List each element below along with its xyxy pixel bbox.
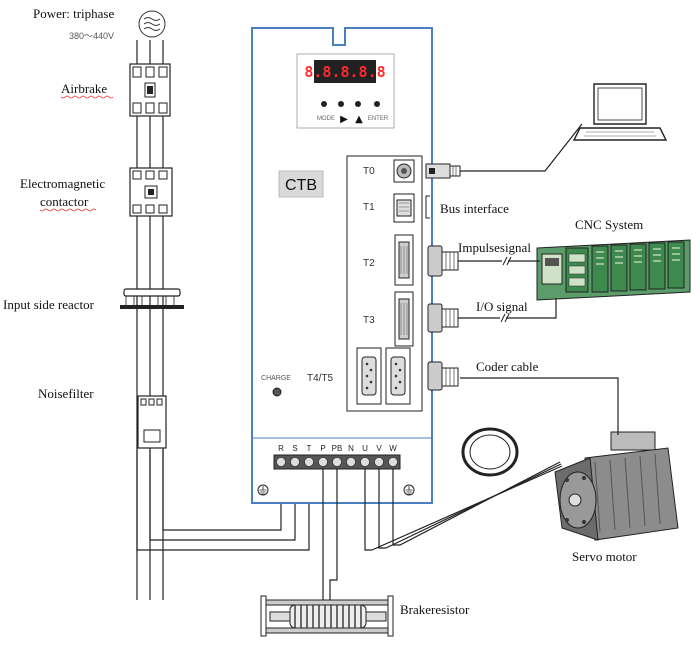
terminal-n: N (348, 444, 354, 453)
shift-led (338, 101, 344, 107)
model-label: CTB (285, 177, 317, 194)
noise-filter-label: Noisefilter (38, 386, 94, 401)
t1-port[interactable] (393, 193, 415, 223)
mode-button[interactable]: MODE (317, 116, 335, 122)
coder-cable-label: Coder cable (476, 359, 539, 374)
voltage-label: 380〜440V (69, 31, 114, 41)
servo-motor-icon (554, 431, 679, 541)
mode-led (321, 101, 327, 107)
terminal-t: T (307, 444, 312, 453)
brake-resistor-wires (322, 468, 338, 600)
ferrite-ring-icon (461, 427, 519, 477)
contactor-label-2: contactor (40, 194, 89, 209)
spellcheck-underline (39, 208, 97, 212)
io-signal-cable (427, 298, 557, 333)
led-display (314, 60, 376, 83)
noise-filter-device (137, 395, 167, 449)
port-label-t1: T1 (363, 202, 375, 213)
shift-button[interactable]: ▶ (340, 114, 348, 125)
terminal-u: U (362, 444, 368, 453)
airbrake-label: Airbrake (61, 81, 107, 96)
power-source-icon (138, 10, 166, 38)
brake-resistor-icon (260, 595, 394, 637)
terminal-v: V (376, 444, 382, 453)
terminal-p: P (320, 444, 325, 453)
io-signal-label: I/O signal (476, 299, 528, 314)
contactor-device (129, 167, 173, 217)
t4-port[interactable] (356, 347, 382, 405)
t0-port[interactable] (393, 159, 415, 183)
brake-resistor-label: Brakeresistor (400, 602, 470, 617)
laptop-icon (572, 83, 668, 141)
terminal-r: R (278, 444, 284, 453)
charge-label: CHARGE (261, 375, 291, 382)
motor-power-wires (364, 461, 563, 551)
t0-cable (425, 123, 583, 179)
cnc-system-icon (536, 239, 691, 301)
terminal-block[interactable] (273, 454, 401, 470)
charge-led (272, 387, 282, 397)
coder-cable (427, 361, 619, 435)
terminal-w: W (389, 444, 397, 453)
reactor-label: Input side reactor (3, 297, 95, 312)
servo-drive: 8.8.8.8.8 MODE ▶ ▲ ENTER CTB CHARGE T0 T… (251, 27, 433, 504)
power-label: Power: triphase (33, 6, 114, 21)
port-label-t3: T3 (363, 315, 375, 326)
port-label-t4t5: T4/T5 (307, 373, 334, 384)
reactor-device (120, 288, 184, 309)
model-badge (278, 170, 324, 198)
impulse-signal-cable (427, 245, 540, 277)
ground-icon (257, 484, 269, 496)
port-label-t0: T0 (363, 166, 375, 177)
up-button[interactable]: ▲ (355, 114, 363, 125)
airbrake-device (129, 63, 171, 117)
enter-button[interactable]: ENTER (368, 116, 389, 122)
enter-led (374, 101, 380, 107)
t5-port[interactable] (385, 347, 411, 405)
servo-motor-label: Servo motor (572, 549, 637, 564)
spellcheck-underline (60, 95, 114, 99)
contactor-label-1: Electromagnetic (20, 176, 105, 191)
bus-bracket (425, 195, 430, 219)
t3-port[interactable] (394, 291, 414, 347)
cnc-system-label: CNC System (575, 217, 643, 232)
impulse-signal-label: Impulsesignal (458, 240, 531, 255)
bus-interface-label: Bus interface (440, 201, 509, 216)
ground-icon (403, 484, 415, 496)
terminal-pb: PB (332, 444, 343, 453)
display-value: 8.8.8.8.8 (304, 63, 385, 81)
up-led (355, 101, 361, 107)
t2-port[interactable] (394, 234, 414, 286)
port-label-t2: T2 (363, 258, 375, 269)
terminal-labels: R S T P PB N U V W (278, 444, 397, 453)
terminal-s: S (292, 444, 297, 453)
